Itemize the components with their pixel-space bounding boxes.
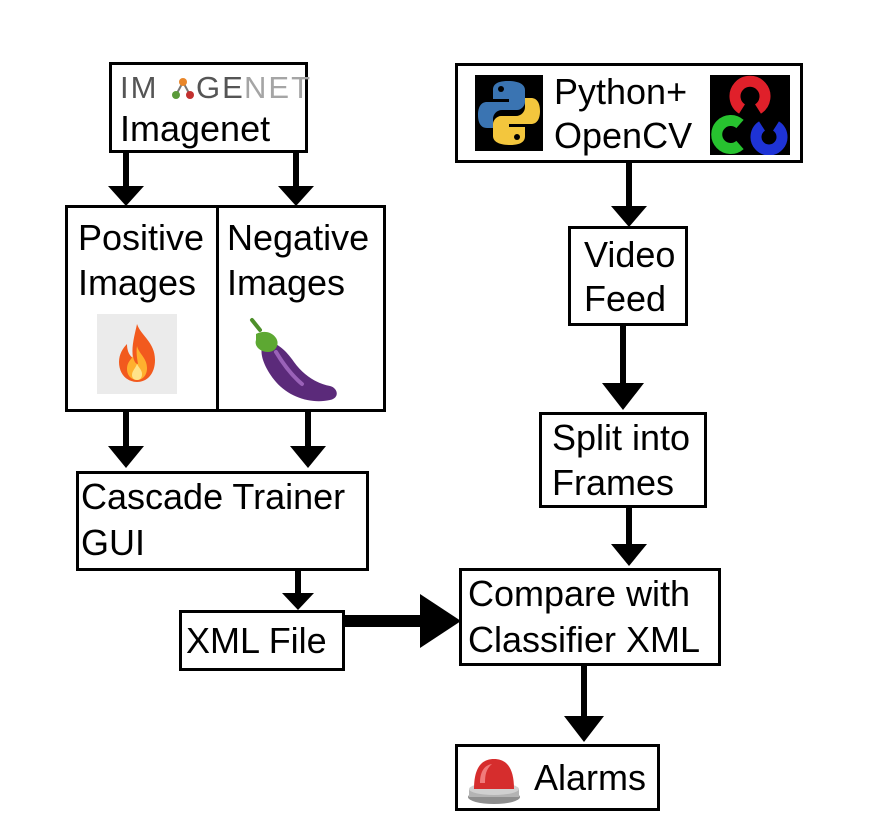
positive-negative-box: Positive Images Negative Images [65, 205, 386, 412]
negative-label-line1: Negative [227, 217, 370, 258]
video-feed-line1: Video [584, 234, 676, 275]
compare-line1: Compare with [468, 573, 691, 614]
opencv-label: OpenCV [554, 115, 693, 156]
alarms-box: Alarms [455, 744, 660, 811]
split-frames-line1: Split into [552, 417, 691, 458]
alarms-label: Alarms [534, 757, 647, 798]
video-feed-line2: Feed [584, 278, 667, 319]
cascade-line2: GUI [81, 522, 146, 563]
python-icon [475, 75, 543, 151]
opencv-icon [710, 75, 790, 155]
python-label: Python+ [554, 71, 688, 112]
fire-icon [119, 324, 155, 382]
box-divider [216, 208, 219, 409]
positive-label-line1: Positive [78, 217, 205, 258]
eggplant-icon [250, 318, 337, 402]
alarm-icon [468, 759, 520, 804]
xml-file-box: XML File [179, 610, 345, 671]
split-frames-box: Split into Frames [539, 412, 707, 508]
imagenet-label: Imagenet [120, 108, 271, 149]
compare-box: Compare with Classifier XML [459, 568, 721, 666]
positive-label-line2: Images [78, 262, 197, 303]
compare-line2: Classifier XML [468, 619, 701, 660]
imagenet-tree-icon [172, 78, 194, 99]
video-feed-box: Video Feed [568, 226, 688, 326]
xml-file-label: XML File [186, 620, 327, 661]
cascade-line1: Cascade Trainer [81, 476, 346, 517]
negative-label-line2: Images [227, 262, 346, 303]
imagenet-logo: IM GE NET [120, 70, 312, 105]
imagenet-box: IM GE NET Imagenet [109, 62, 312, 153]
cascade-trainer-box: Cascade Trainer GUI [76, 471, 369, 571]
split-frames-line2: Frames [552, 462, 675, 503]
fire-image [97, 314, 177, 394]
python-opencv-box: Python+ OpenCV [455, 63, 803, 163]
